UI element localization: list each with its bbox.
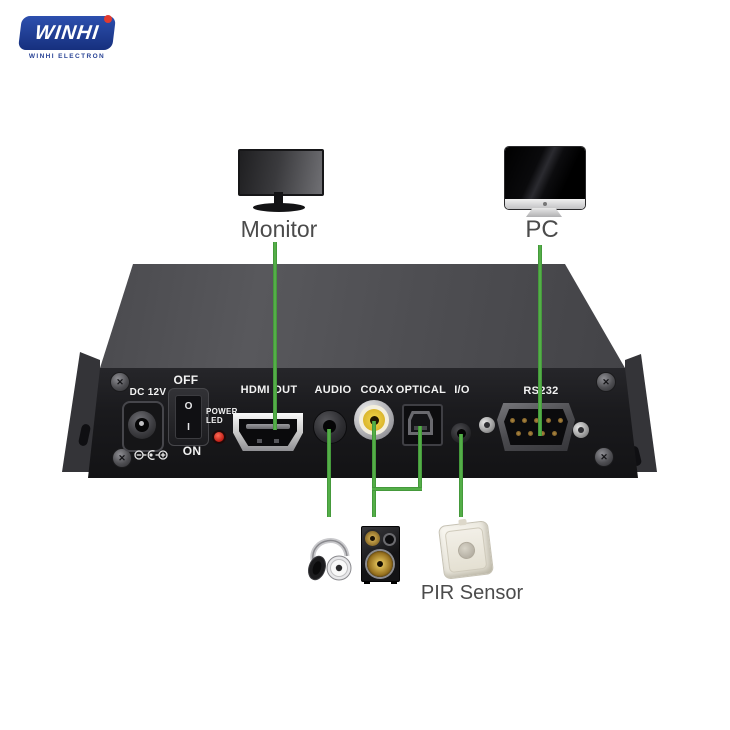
rs232-pin <box>527 430 533 436</box>
io-jack-hole <box>456 428 466 438</box>
pir-sensor-label: PIR Sensor <box>420 582 524 604</box>
rs232-pin <box>533 417 539 423</box>
coax-jack-hole <box>369 415 379 425</box>
brand-logo-subtitle: WINHI ELECTRON <box>28 53 106 60</box>
switch-off-glyph: O <box>184 401 193 412</box>
switch-off-label: OFF <box>173 373 199 387</box>
rs232-screw-post <box>479 417 495 433</box>
speaker-mid-driver <box>365 531 380 546</box>
optical-label: OPTICAL <box>395 384 447 396</box>
pir-sensor-icon <box>437 518 495 580</box>
monitor-icon <box>238 149 324 196</box>
power-led-label-line1: POWER <box>206 407 238 416</box>
connection-line-coax-speaker <box>372 421 376 517</box>
connection-line-audio-headphones <box>327 429 331 517</box>
speaker-foot <box>391 581 397 584</box>
rs232-pin <box>557 417 563 423</box>
io-label: I/O <box>454 384 470 396</box>
screw-icon <box>112 448 132 468</box>
connection-line-io-pir <box>459 434 463 517</box>
power-led-label-line2: LED <box>206 416 223 425</box>
power-switch-rocker: O I <box>175 395 202 439</box>
pc-icon <box>504 146 586 210</box>
hdmi-port-notch <box>274 439 279 443</box>
connection-line-optical <box>418 426 422 491</box>
switch-on-glyph: I <box>187 422 190 433</box>
power-led-label: POWER LED <box>206 407 242 425</box>
monitor-label: Monitor <box>240 216 318 242</box>
pc-screen <box>505 147 585 199</box>
rs232-port <box>479 403 591 451</box>
dc-label: DC 12V <box>129 387 167 398</box>
power-led-icon <box>212 430 226 444</box>
brand-logo: WINHI <box>17 16 117 50</box>
pc-label: PC <box>525 216 559 243</box>
audio-label: AUDIO <box>314 384 352 396</box>
hdmi-port-slot <box>239 419 297 446</box>
hdmi-port <box>233 413 303 451</box>
rs232-screw-post <box>573 422 589 438</box>
rs232-inner <box>504 409 568 445</box>
power-switch: O I <box>168 388 209 446</box>
dc-power-jack <box>122 401 164 452</box>
connection-line-pc-rs232 <box>538 245 542 436</box>
rs232-pin <box>515 430 521 436</box>
dc-polarity-icon <box>134 450 168 460</box>
logo-dot-icon <box>104 15 112 23</box>
monitor-base <box>253 203 305 212</box>
optical-port <box>402 404 443 446</box>
rs232-pin <box>521 417 527 423</box>
screw-icon <box>596 372 616 392</box>
headphones-icon <box>308 538 352 581</box>
screw-icon <box>594 447 614 467</box>
screw-icon <box>110 372 130 392</box>
dc-jack-pin <box>139 421 144 426</box>
speaker-foot <box>364 581 370 584</box>
audio-jack-hole <box>323 420 336 433</box>
brand-logo-text: WINHI <box>33 21 101 44</box>
connection-line-optical-join <box>372 487 422 491</box>
speaker-icon <box>361 526 400 584</box>
rs232-pin <box>539 430 545 436</box>
monitor-stand <box>274 192 283 205</box>
rs232-pin <box>509 417 515 423</box>
rs232-pin <box>545 417 551 423</box>
switch-on-label: ON <box>182 444 202 458</box>
io-jack <box>451 423 471 443</box>
speaker-tweeter <box>385 535 394 544</box>
pc-stand <box>526 208 562 217</box>
device-top-face <box>100 264 625 368</box>
coax-label: COAX <box>360 384 394 396</box>
hdmi-port-contacts <box>246 424 290 429</box>
rs232-pin <box>551 430 557 436</box>
speaker-woofer <box>367 551 393 577</box>
pc-logo-dot <box>543 202 547 206</box>
hdmi-label: HDMI OUT <box>240 384 298 396</box>
hdmi-port-notch <box>257 439 262 443</box>
connection-line-monitor-hdmi <box>273 242 277 430</box>
pir-sensor-nub <box>458 518 467 526</box>
